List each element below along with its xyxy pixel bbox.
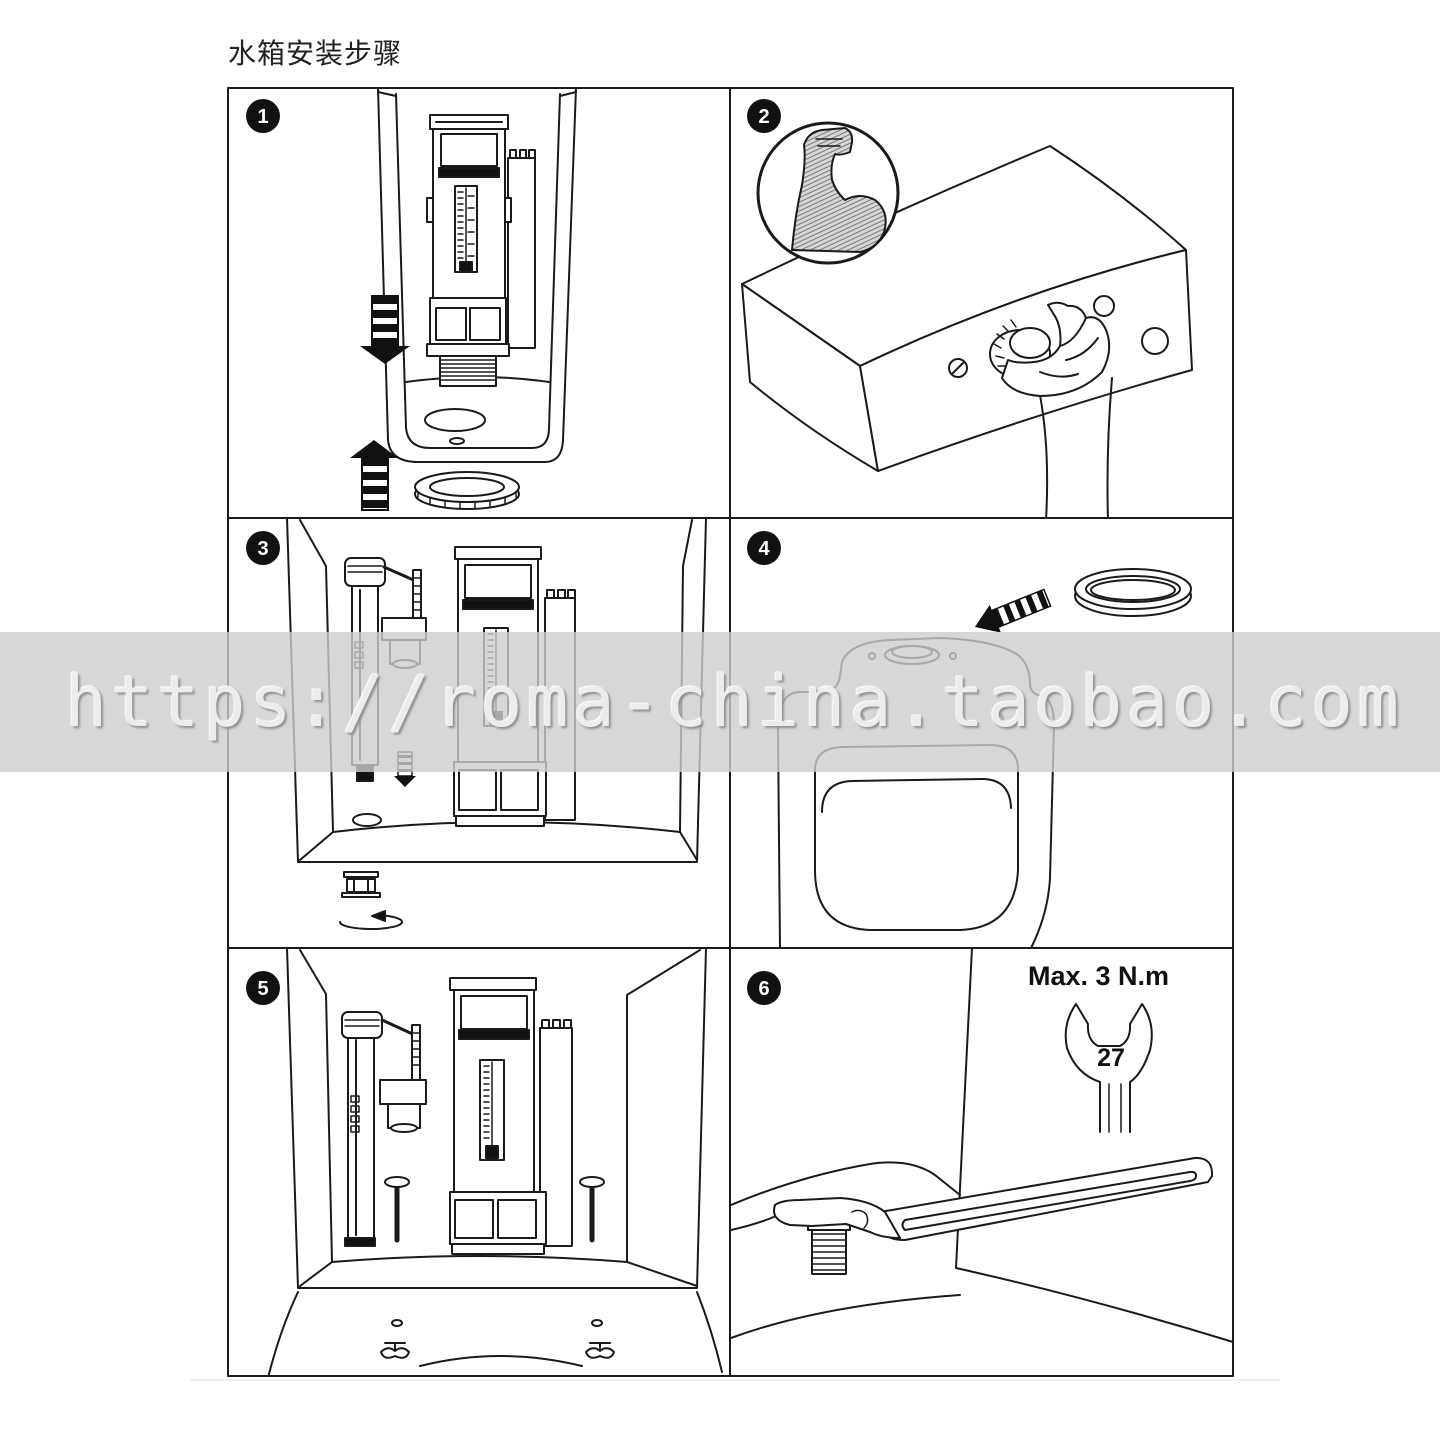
cone-seal-ring — [1074, 568, 1192, 617]
watermark-band: https://roma-china.taobao.com — [0, 632, 1440, 772]
step-number: 6 — [758, 978, 769, 1000]
step-number: 3 — [257, 538, 268, 560]
step-6-panel: 27 Max. 3 N.m — [731, 949, 1232, 1343]
mounting-hole-left — [948, 358, 968, 378]
wing-nut-right-icon — [585, 1342, 615, 1359]
gasket-ring — [414, 471, 520, 510]
hand — [1001, 301, 1113, 517]
step-1-panel — [350, 89, 577, 511]
step-badge-4: 4 — [747, 531, 781, 565]
step-5-panel — [267, 949, 723, 1375]
inlet-spud — [807, 1217, 851, 1275]
torque-limit-label: Max. 3 N.m — [1028, 961, 1169, 991]
water-level-gauge — [479, 1059, 505, 1161]
step-number: 4 — [758, 538, 770, 560]
flexed-arm-icon — [791, 127, 887, 253]
step-badge-3: 3 — [246, 531, 280, 565]
step-2-panel — [741, 121, 1193, 517]
rotate-arrow-icon — [339, 910, 403, 930]
fit-up-arrow — [350, 440, 398, 511]
step-number: 2 — [758, 106, 769, 128]
mounting-hole-right — [1093, 295, 1115, 317]
wrench-handle — [879, 1156, 1214, 1241]
inlet-hole — [1141, 327, 1169, 355]
inlet-hole — [352, 813, 382, 827]
toilet-bowl-below — [267, 1291, 723, 1375]
flush-valve — [449, 977, 573, 1255]
insert-down-arrow — [360, 295, 410, 364]
page-title: 水箱安装步骤 — [228, 37, 403, 70]
strength-magnifier — [756, 121, 900, 265]
fixing-bolt-left — [384, 1176, 410, 1243]
adjustable-wrench — [773, 1156, 1214, 1241]
step-number: 1 — [257, 106, 268, 128]
step-number: 5 — [257, 978, 268, 1000]
wrench-jaw — [773, 1197, 901, 1239]
place-seal-arrow — [974, 588, 1052, 633]
watermark-url: https://roma-china.taobao.com — [65, 661, 1404, 743]
fill-valve — [341, 1011, 427, 1247]
step-badge-6: 6 — [747, 971, 781, 1005]
outlet-hole — [424, 408, 486, 432]
step-badge-2: 2 — [747, 99, 781, 133]
step-badge-5: 5 — [246, 971, 280, 1005]
open-end-wrench-icon — [1064, 1003, 1153, 1133]
step-badge-1: 1 — [246, 99, 280, 133]
cistern-tank-front — [286, 949, 707, 1289]
flush-valve — [426, 114, 536, 387]
lock-nut — [341, 871, 381, 898]
wing-nut-left-icon — [380, 1342, 410, 1359]
fixing-bolt-right — [579, 1176, 605, 1243]
cistern-base-side — [731, 949, 1232, 1343]
wrench-size-label: 27 — [1097, 1044, 1125, 1072]
